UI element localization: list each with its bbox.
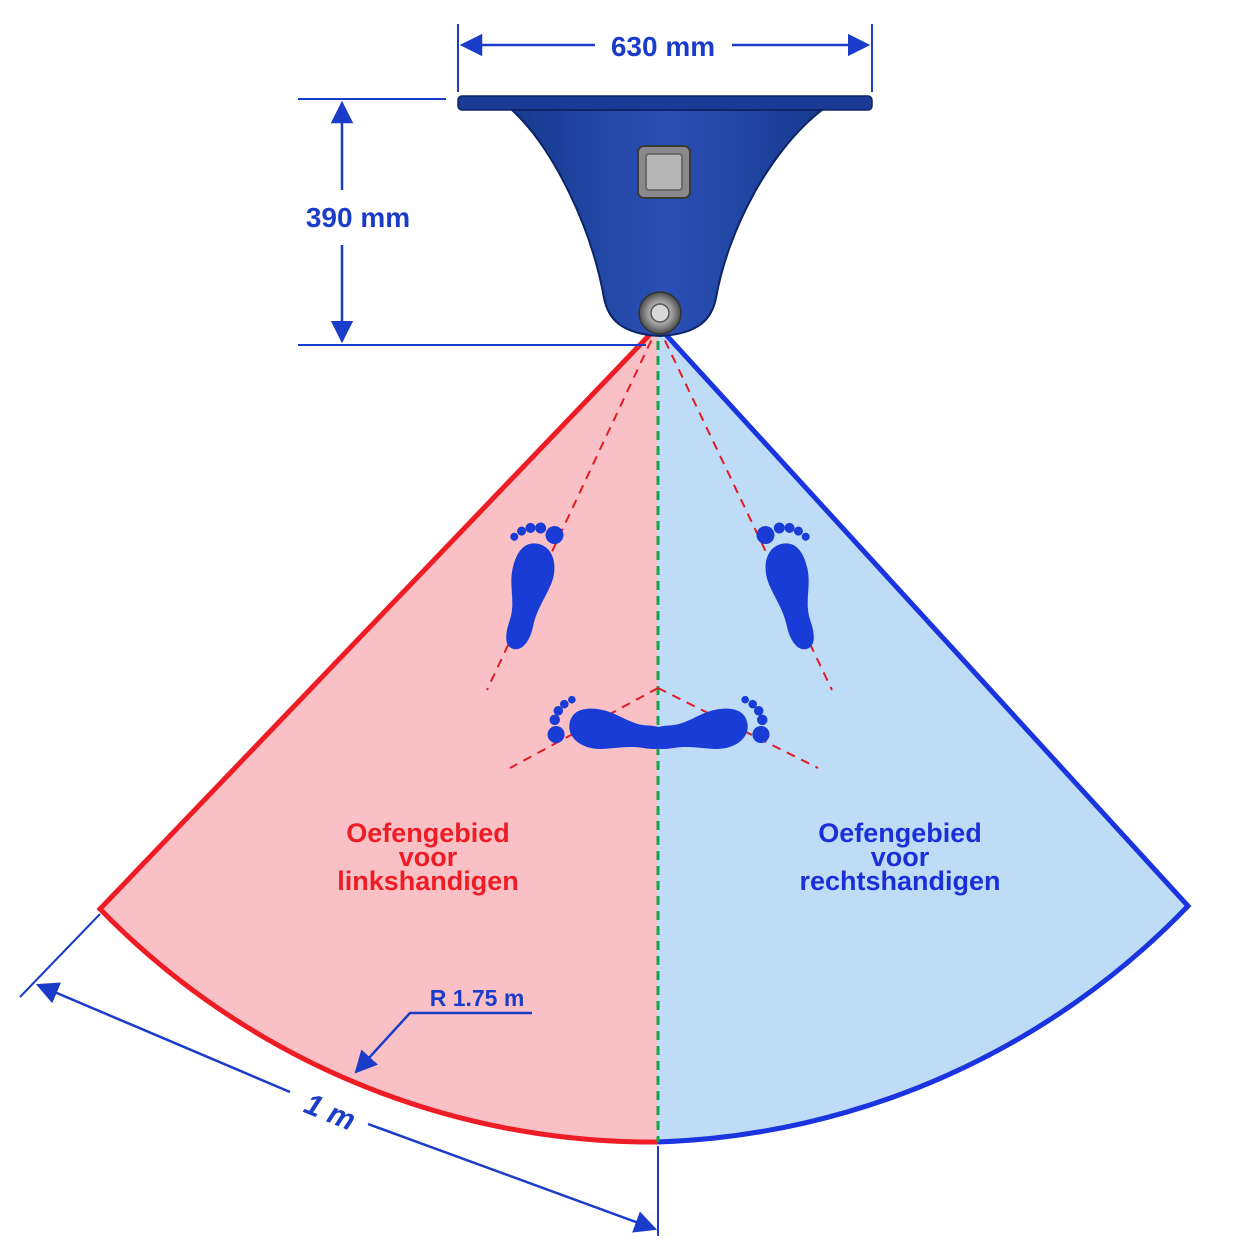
arc-width-label: 1 m (300, 1087, 360, 1137)
radius-callout: R 1.75 m (354, 985, 532, 1074)
right-zone-title: Oefengebied (818, 818, 982, 848)
right-zone-label: Oefengebied voor rechtshandigen (799, 818, 1000, 896)
width-dimension: 630 mm (457, 24, 873, 92)
radius-label: R 1.75 m (430, 985, 525, 1011)
left-zone-voor: voor (399, 842, 458, 872)
left-zone-border (96, 324, 660, 1145)
left-zone-title: Oefengebied (346, 818, 510, 848)
left-zone-subtitle: linkshandigen (337, 866, 519, 896)
right-zone-subtitle: rechtshandigen (799, 866, 1000, 896)
left-zone-label: Oefengebied voor linkshandigen (337, 818, 519, 896)
wall-mount-bracket (457, 95, 873, 338)
width-label: 630 mm (611, 31, 715, 62)
height-dimension: 390 mm (298, 98, 646, 346)
right-zone-voor: voor (871, 842, 930, 872)
height-label: 390 mm (306, 202, 410, 233)
right-zone-border (656, 324, 1192, 1145)
